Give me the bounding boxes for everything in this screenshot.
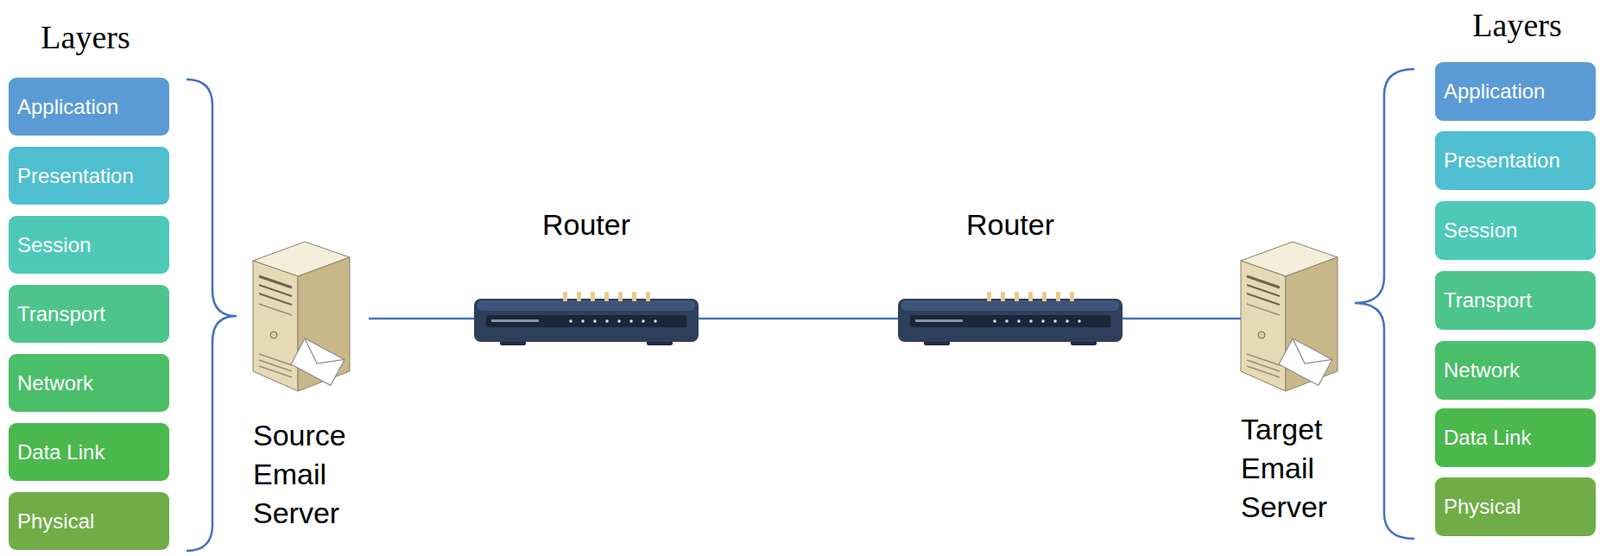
node-text: Physical — [17, 509, 95, 534]
layer-box: Physical — [1435, 477, 1596, 537]
node-text: Router — [898, 207, 1123, 242]
router-node: Router — [898, 207, 1123, 346]
server-node: Source Email Server — [252, 241, 369, 533]
server-icon — [1240, 241, 1338, 392]
layer-box: Transport — [8, 284, 170, 343]
layer-box: Network — [8, 354, 170, 412]
layer-heading: Layers — [1472, 5, 1562, 45]
layer-box: Session — [1435, 201, 1596, 260]
layer-box: Physical — [8, 492, 170, 551]
node-text: Presentation — [17, 164, 134, 189]
node-text: Network — [1443, 358, 1520, 383]
node-text: Router — [474, 207, 699, 242]
node-text: Presentation — [1443, 148, 1561, 173]
router-icon — [898, 291, 1123, 346]
node-text: Data Link — [1443, 425, 1531, 450]
router-node: Router — [474, 207, 699, 346]
layer-box: Data Link — [8, 423, 170, 481]
layer-box: Presentation — [8, 146, 170, 205]
server-node: Target Email Server — [1240, 241, 1357, 527]
layer-box: Session — [8, 215, 170, 274]
layer-box: Application — [1435, 62, 1596, 121]
layer-box: Transport — [1435, 271, 1596, 330]
bracket — [186, 79, 237, 551]
node-text: Session — [1443, 218, 1518, 243]
node-text: Application — [1443, 79, 1545, 104]
layer-box: Application — [8, 77, 170, 136]
router-icon — [474, 291, 699, 346]
bracket — [1354, 69, 1415, 539]
node-text: Application — [17, 94, 119, 120]
node-text: Source Email Server — [252, 416, 369, 533]
node-text: Network — [17, 371, 94, 396]
layer-heading: Layers — [40, 17, 130, 57]
layer-box: Presentation — [1435, 131, 1596, 190]
node-text: Transport — [17, 302, 106, 327]
layer-box: Data Link — [1435, 408, 1596, 468]
server-icon — [252, 241, 350, 392]
network-link — [698, 317, 899, 321]
layer-box: Network — [1435, 341, 1596, 400]
node-text: Data Link — [17, 440, 105, 465]
network-link — [1122, 317, 1241, 321]
node-text: Transport — [1443, 288, 1532, 313]
node-text: Target Email Server — [1240, 410, 1357, 527]
node-text: Session — [17, 233, 91, 258]
network-link — [368, 317, 475, 321]
node-text: Physical — [1443, 494, 1521, 519]
